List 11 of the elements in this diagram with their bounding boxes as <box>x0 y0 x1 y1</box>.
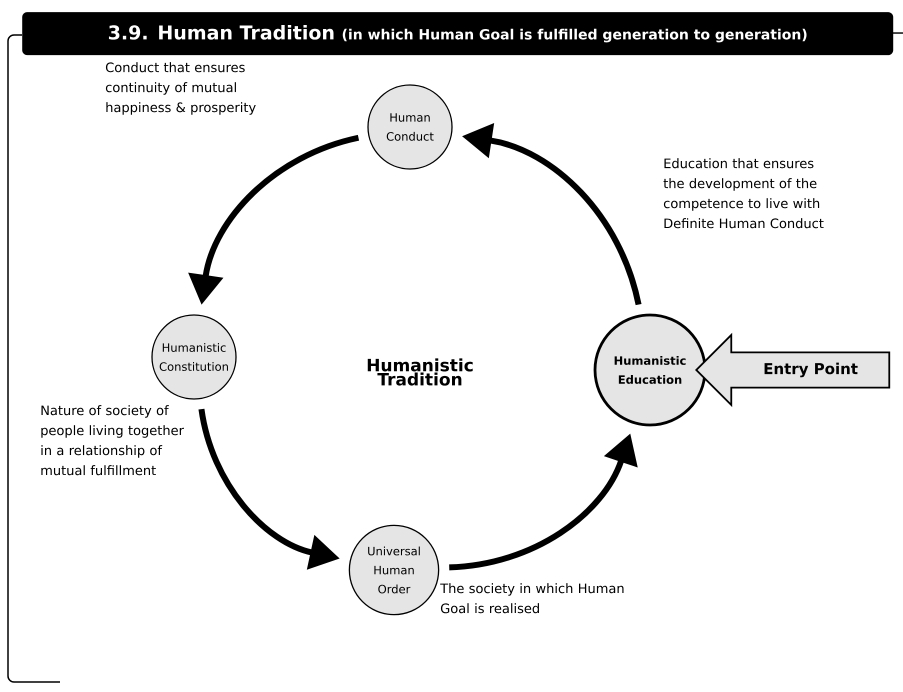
description-text: The society in which Human Goal is realised <box>440 583 624 614</box>
title-banner: 3.9. Human Tradition (in which Human Goal is fulfilled generation to generation) <box>22 12 894 56</box>
circle-node: Universal Human Order <box>348 524 440 616</box>
circle-node: Humanistic Education <box>594 314 706 426</box>
description-text: Nature of society of people living together in a relationship of mutual fulfillment <box>41 405 184 476</box>
circle-node: Humanistic Constitution <box>151 314 237 400</box>
node-label: Entry Point <box>764 362 858 378</box>
centre-label: Humanistic Tradition <box>368 358 473 386</box>
circle-node: Human Conduct <box>367 84 453 170</box>
description-text: Education that ensures the development of the competence to live with Definite Human Conduct <box>664 158 824 228</box>
description-text: Conduct that ensures continuity of mutual happiness & prosperity <box>106 62 256 115</box>
